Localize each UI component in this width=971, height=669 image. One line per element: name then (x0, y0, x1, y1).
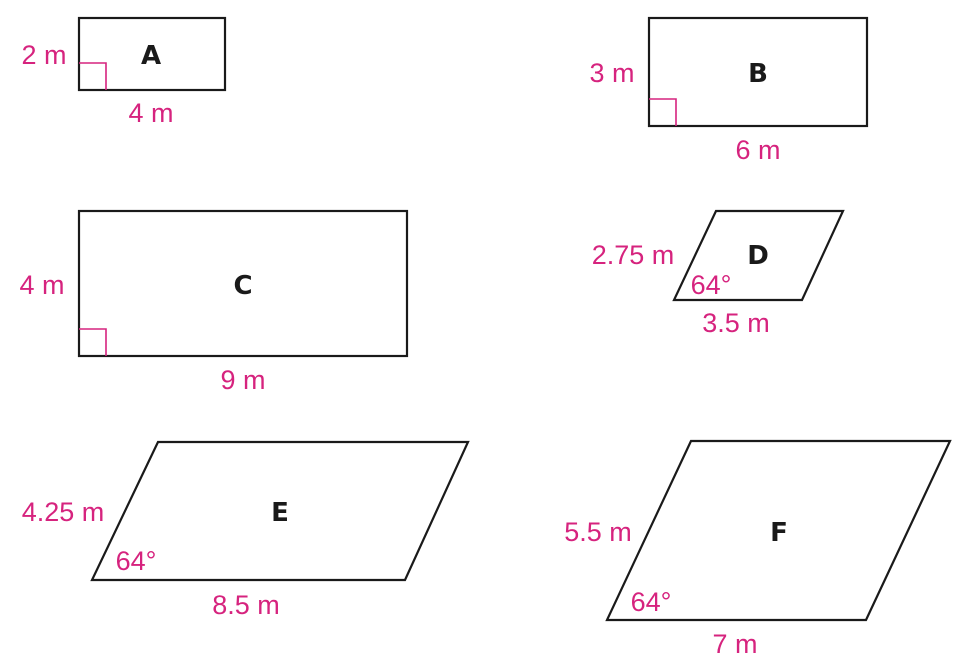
rectangle-a-outline (77, 16, 227, 92)
shape-label-a: A (141, 41, 161, 71)
angle-label-e: 64° (116, 546, 157, 576)
base-label-c: 9 m (220, 365, 265, 395)
shape-label-f: F (770, 518, 788, 548)
height-label-b: 3 m (589, 58, 634, 88)
shape-f: F 5.5 m 64° 7 m (564, 439, 952, 659)
base-label-d: 3.5 m (702, 308, 770, 338)
angle-label-d: 64° (691, 270, 732, 300)
height-label-a: 2 m (21, 40, 66, 70)
shape-label-d: D (747, 241, 769, 271)
shape-c: C 4 m 9 m (19, 209, 409, 395)
side-label-e: 4.25 m (22, 497, 105, 527)
side-label-f: 5.5 m (564, 517, 632, 547)
right-angle-marker-c (79, 328, 107, 356)
parallelogram-f-outline (605, 439, 952, 622)
shape-d: D 2.75 m 64° 3.5 m (592, 209, 845, 338)
rectangle-c-outline (77, 209, 409, 358)
rectangle-b-outline (647, 16, 869, 128)
right-angle-marker-b (649, 98, 677, 126)
parallelogram-e-outline (90, 440, 470, 582)
shape-label-c: C (233, 271, 252, 301)
shape-e: E 4.25 m 64° 8.5 m (22, 440, 470, 620)
side-label-d: 2.75 m (592, 240, 675, 270)
base-label-f: 7 m (712, 629, 757, 659)
height-label-c: 4 m (19, 270, 64, 300)
shape-label-e: E (271, 498, 289, 528)
shape-a: A 2 m 4 m (21, 16, 227, 128)
right-angle-marker-a (79, 62, 107, 90)
angle-label-f: 64° (631, 587, 672, 617)
base-label-b: 6 m (735, 135, 780, 165)
shape-label-b: B (748, 59, 768, 89)
shape-b: B 3 m 6 m (589, 16, 869, 165)
base-label-a: 4 m (128, 98, 173, 128)
base-label-e: 8.5 m (212, 590, 280, 620)
parallelogram-d-outline (672, 209, 845, 302)
